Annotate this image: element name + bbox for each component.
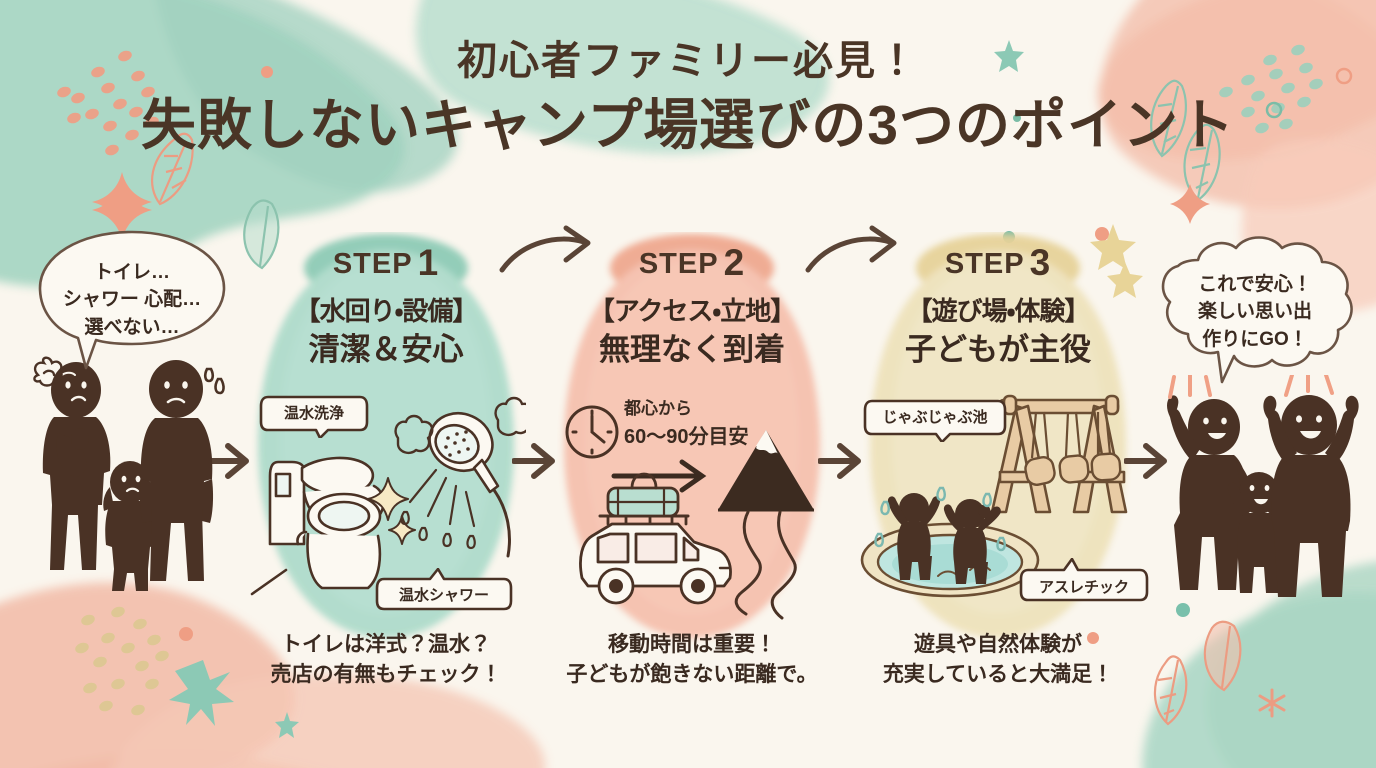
sparkle-coral-bottomleft — [92, 172, 152, 232]
worried-bubble-line-2: シャワー 心配… — [62, 289, 202, 311]
step-2-bracket-title: 【アクセス・立地】 — [588, 296, 797, 326]
step-3-caption: 遊具や自然体験が 充実していると大満足！ — [848, 630, 1148, 690]
sparkle-coral-right — [1170, 184, 1210, 224]
step-1-number: 1 — [417, 242, 440, 283]
step-3-number: 3 — [1029, 242, 1052, 283]
travel-arrow-icon — [611, 459, 707, 493]
leaf-coral-bottomright — [1203, 620, 1242, 692]
splash-pool-icon — [860, 522, 1040, 598]
step-2-word: STEP — [638, 248, 719, 280]
winding-road-icon — [734, 510, 797, 620]
shower-head-icon — [428, 411, 511, 558]
step-3-heading: 【遊び場・体験】 子どもが主役 — [858, 295, 1138, 369]
tag-splash-pool-text: じゃぶじゃぶ池 — [882, 409, 988, 426]
step-1-caption-line-1: トイレは洋式？温水？ — [281, 633, 491, 656]
happy-speech-bubble: これで安心！ 楽しい思い出 作りにGO！ — [1152, 236, 1358, 388]
step-1-heading: 【水回り・設備】 清潔＆安心 — [246, 295, 526, 369]
step-3-word: STEP — [944, 248, 1025, 280]
worried-bubble-line-1: トイレ… — [93, 261, 170, 283]
happy-bubble-line-3: 作りにGO！ — [1202, 328, 1308, 350]
note-travel-time: 60〜90分目安 — [624, 426, 749, 448]
happy-bubble-text: これで安心！ 楽しい思い出 作りにGO！ — [1152, 236, 1358, 396]
cheering-family-silhouette — [1152, 369, 1367, 610]
tag-splash-pool: じゃぶじゃぶ池 — [862, 398, 1008, 444]
curved-arrow-step1-step2 — [496, 222, 606, 297]
toilet-icon — [250, 456, 385, 596]
step-1-caption-line-2: 売店の有無もチェック！ — [270, 662, 502, 686]
curved-arrow-step2-step3 — [802, 222, 912, 297]
step-3-main-title: 子どもが主役 — [905, 331, 1091, 367]
leaf-coral-bottomright-2 — [1153, 655, 1188, 726]
step-2-main-title: 無理なく到着 — [599, 331, 785, 367]
tag-athletic: アスレチック — [1018, 557, 1150, 604]
worried-speech-bubble: トイレ… シャワー 心配… 選べない… — [34, 226, 230, 374]
step-2-caption: 移動時間は重要！ 子どもが飽きない距離で。 — [542, 630, 842, 690]
step-1-main-title: 清潔＆安心 — [308, 331, 464, 367]
tag-athletic-text: アスレチック — [1038, 578, 1129, 596]
tag-warm-shower: 温水シャワー — [374, 567, 514, 612]
step-1-word: STEP — [332, 248, 413, 280]
father-silhouette-cheering — [1263, 395, 1359, 597]
father-silhouette-worried — [139, 360, 214, 581]
worried-bubble-text: トイレ… シャワー 心配… 選べない… — [34, 226, 230, 384]
clock-icon — [565, 405, 619, 459]
step-2-caption-line-1: 移動時間は重要！ — [608, 633, 776, 656]
arrow-step1-to-step2 — [511, 440, 558, 487]
title-line-2: 失敗しないキャンプ場選びの3つのポイント — [141, 94, 1235, 156]
title-line-1: 初心者ファミリー必見！ — [457, 39, 919, 83]
step-3-caption-line-1: 遊具や自然体験が — [914, 633, 1082, 656]
dot-cluster-bottom-left — [75, 606, 169, 716]
arrow-step2-to-step3 — [817, 440, 864, 487]
asterisk-coral-bottomright — [1258, 688, 1286, 718]
tag-warm-water-wash: 温水洗浄 — [258, 394, 370, 440]
step-2-heading: 【アクセス・立地】 無理なく到着 — [552, 295, 832, 369]
tag-warm-shower-text: 温水シャワー — [398, 587, 489, 604]
step-1-bracket-title: 【水回り・設備】 — [294, 296, 479, 326]
star-mint-mid-bottom — [275, 712, 299, 738]
dot-small-coral-left2 — [179, 627, 193, 641]
step-3-bracket-title: 【遊び場・体験】 — [906, 296, 1091, 326]
happy-bubble-line-1: これで安心！ — [1198, 273, 1312, 295]
water-drops-icon — [400, 468, 476, 550]
star-mint-bottomleft — [169, 660, 234, 726]
car-with-luggage-icon — [579, 472, 732, 605]
worried-bubble-line-3: 選べない… — [84, 316, 180, 338]
page-title: 初心者ファミリー必見！ 失敗しないキャンプ場選びの3つのポイント — [0, 36, 1376, 162]
worried-family-silhouette — [28, 355, 228, 605]
tag-warm-water-wash-text: 温水洗浄 — [283, 405, 344, 422]
step-2-number: 2 — [723, 242, 746, 283]
mother-silhouette-worried — [42, 362, 111, 570]
luggage-icon — [606, 472, 680, 518]
note-from-city-center: 都心から — [624, 399, 692, 418]
step-1-caption: トイレは洋式？温水？ 売店の有無もチェック！ — [236, 630, 536, 690]
step-2-caption-line-2: 子どもが飽きない距離で。 — [566, 662, 818, 686]
happy-bubble-line-2: 楽しい思い出 — [1197, 301, 1312, 323]
step-3-caption-line-2: 充実していると大満足！ — [882, 662, 1114, 686]
